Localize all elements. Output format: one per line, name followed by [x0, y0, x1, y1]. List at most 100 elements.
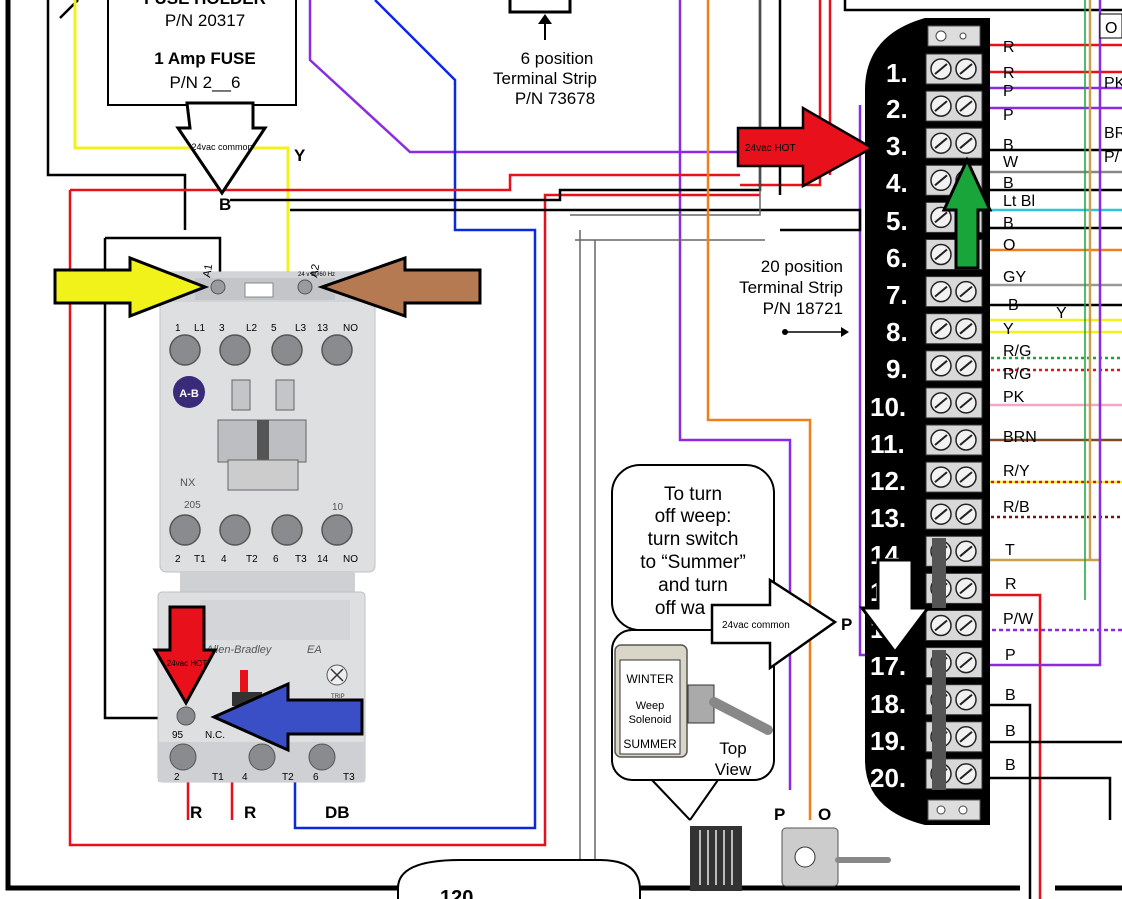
contactor-top-labels: 1 L1 3 L2 5 L3 13 NO: [175, 323, 358, 334]
common-mid-text: 24vac common: [722, 620, 790, 631]
terminal-a2: A2: [308, 263, 322, 278]
switch-weep: Weep: [636, 700, 665, 712]
term-label: 6: [313, 772, 319, 783]
wire-label: W: [1003, 154, 1019, 171]
term-label: 13: [317, 323, 329, 334]
overload-brand: Allen-Bradley: [205, 644, 273, 656]
term-label: 1: [175, 323, 181, 334]
wire-label: R/G: [1003, 366, 1031, 383]
bottom-number: 120: [440, 887, 473, 899]
terminal-row: [925, 127, 983, 159]
blue-arrow: [210, 681, 364, 753]
term-label: 6: [273, 554, 279, 565]
contactor-num2: 10: [332, 502, 344, 513]
contactor-top-screws: [169, 334, 353, 366]
hot-down-arrow: 24vac HOT: [152, 605, 218, 707]
wire-label: R: [1003, 39, 1015, 56]
terminal-row: [925, 313, 983, 345]
wire-label: P: [1003, 83, 1014, 100]
wire-label: P/W: [1003, 611, 1034, 628]
terminal-row: [925, 350, 983, 382]
terminal-number: 20.: [870, 763, 906, 793]
ab-logo: [173, 376, 205, 408]
wire-label: PK: [1003, 389, 1025, 406]
term-label: 4: [242, 772, 248, 783]
six-strip-pn: P/N 73678: [515, 89, 595, 108]
contactor: 24 v 50/60 Hz A1 A2 1 L1 3 L2 5 L3 13 NO…: [159, 263, 376, 573]
green-up-arrow: [941, 156, 993, 270]
six-strip-line1: 6 position: [521, 49, 594, 68]
weep-switch: WINTER Weep Solenoid SUMMER Top View: [614, 644, 891, 891]
strip20-pn: P/N 18721: [763, 299, 843, 318]
fuse-rating: 1 Amp FUSE: [154, 49, 255, 68]
wire-label-b: B: [219, 195, 231, 214]
common-right-arrow: 24vac common: [710, 577, 838, 671]
strip20-line2: Terminal Strip: [739, 278, 843, 297]
fuse-pn: P/N 2__6: [170, 73, 241, 92]
overload-95: 95: [172, 730, 184, 741]
fuse-holder-title: FUSE HOLDER: [144, 0, 266, 8]
term-label: L2: [246, 323, 258, 334]
yellow-arrow: [53, 255, 210, 319]
terminal-number: 13.: [870, 503, 906, 533]
terminal-row: [925, 53, 983, 85]
wire-label: R/Y: [1003, 463, 1030, 480]
note-line: off wa: [655, 598, 706, 619]
twenty-strip-label: 20 position Terminal Strip P/N 18721: [739, 257, 849, 337]
contactor-bottom-labels: 2 T1 4 T2 6 T3 14 NO: [175, 554, 358, 565]
wire-label: BRN: [1003, 429, 1037, 446]
fuse-holder-pn: P/N 20317: [165, 11, 245, 30]
terminal-row: [925, 90, 983, 122]
note-line: off weep:: [655, 506, 732, 527]
wire-label: PK: [1104, 75, 1122, 92]
term-label: NO: [343, 554, 358, 565]
terminal-number: 5.: [886, 206, 908, 236]
term-label: 2: [174, 772, 180, 783]
switch-view: View: [715, 760, 752, 779]
wire-label: B: [1003, 137, 1014, 154]
terminal-number: 4.: [886, 168, 908, 198]
term-label: 2: [175, 554, 181, 565]
wire-label-p-mid: P: [841, 615, 852, 634]
wire-label-p: P: [774, 805, 785, 824]
wire-label-r1: R: [190, 803, 202, 822]
terminal-number: 1.: [886, 58, 908, 88]
wire-label: R: [1003, 65, 1015, 82]
wire-label: R/G: [1003, 343, 1031, 360]
wire-label: P/: [1104, 149, 1120, 166]
term-label: L3: [295, 323, 307, 334]
term-label: T3: [295, 554, 307, 565]
wire-label: B: [1003, 175, 1014, 192]
terminal-number: 2.: [886, 94, 908, 124]
terminal-number: 18.: [870, 689, 906, 719]
wire-label: O: [1003, 237, 1015, 254]
terminal-number: 12.: [870, 466, 906, 496]
terminal-number: 9.: [886, 354, 908, 384]
terminal-row: [925, 461, 983, 493]
wire-label: T: [1005, 542, 1015, 559]
terminal-a1: A1: [201, 263, 215, 278]
term-label: 5: [271, 323, 277, 334]
term-label: NO: [343, 323, 358, 334]
terminal-number: 10.: [870, 392, 906, 422]
terminal-number: 19.: [870, 726, 906, 756]
common-down-arrow: 24vac common: [175, 101, 268, 196]
terminal-row: [925, 387, 983, 419]
terminal-row: [925, 498, 983, 530]
wire-label: R/B: [1003, 499, 1030, 516]
terminal-number: 7.: [886, 280, 908, 310]
twenty-position-strip: 1. 2. 3. 4. 5. 6. 7. 8. 9. 10. 11. 12. 1…: [865, 18, 990, 825]
wire-label: B: [1005, 687, 1016, 704]
switch-summer: SUMMER: [623, 737, 677, 751]
strip-numbers: 1. 2. 3. 4. 5. 6. 7. 8. 9. 10. 11. 12. 1…: [870, 58, 908, 793]
terminal-row: [925, 610, 983, 641]
arrows: 24vac common 24vac HOT 24vac common 24va…: [53, 101, 993, 753]
strip20-line1: 20 position: [761, 257, 843, 276]
hot-right-text: 24vac HOT: [745, 143, 796, 154]
contactor-bottom-screws: [169, 514, 353, 546]
wire-label: P: [1005, 647, 1016, 664]
wire-label: P: [1003, 107, 1014, 124]
six-position-strip: 6 position Terminal Strip P/N 73678: [493, 0, 597, 108]
terminal-number: 3.: [886, 131, 908, 161]
